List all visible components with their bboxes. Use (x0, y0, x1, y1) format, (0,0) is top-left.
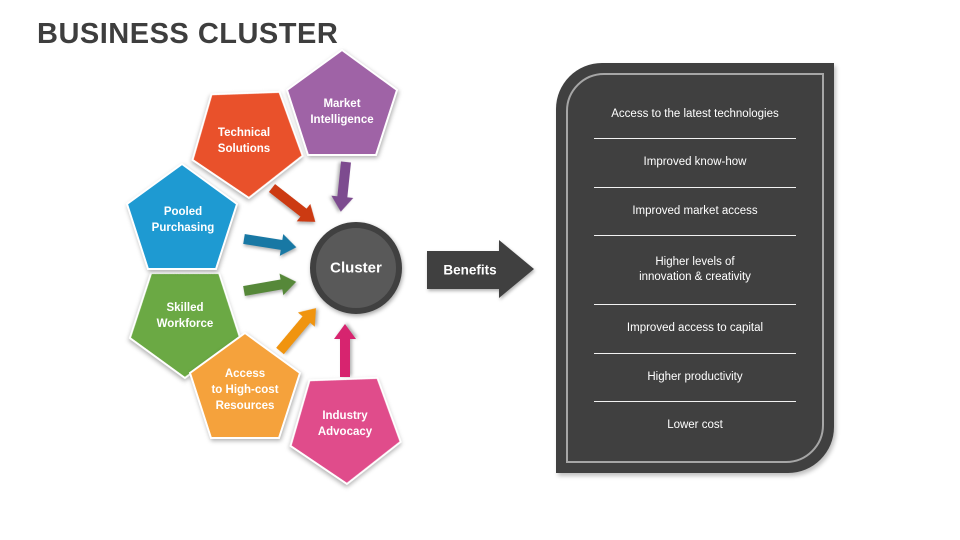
label-access-high-cost: Access to High-cost Resources (211, 368, 279, 412)
arrow-access-high-cost (276, 308, 316, 355)
pentagon-pooled-purchasing (125, 162, 239, 270)
label-market-intelligence: Market Intelligence (310, 98, 374, 126)
benefits-arrow (427, 240, 534, 298)
pentagon-access-high-cost (188, 331, 302, 439)
benefits-panel: Access to the latest technologies Improv… (556, 63, 834, 473)
cluster-label: Cluster (330, 259, 382, 277)
arrow-technical-solutions (268, 184, 316, 222)
benefit-item: Improved know-how (594, 139, 796, 188)
cluster-circle (310, 222, 402, 314)
pentagon-industry-advocacy (289, 376, 402, 486)
label-industry-advocacy: Industry Advocacy (317, 410, 373, 438)
arrow-skilled-workforce (243, 273, 297, 296)
arrow-industry-advocacy (334, 324, 356, 377)
benefit-item: Higher levels of innovation & creativity (594, 236, 796, 306)
benefit-item: Access to the latest technologies (594, 91, 796, 140)
page-title: BUSINESS CLUSTER (37, 18, 339, 50)
benefit-item: Lower cost (667, 418, 723, 431)
benefits-panel-inner-border: Access to the latest technologies Improv… (566, 73, 824, 463)
label-pooled-purchasing: Pooled Purchasing (151, 206, 215, 234)
benefit-item: Improved access to capital (594, 305, 796, 354)
pentagon-market-intelligence (285, 48, 399, 156)
pentagon-technical-solutions (191, 90, 304, 200)
arrow-pooled-purchasing (243, 234, 297, 256)
benefit-item: Higher productivity (594, 354, 796, 402)
pentagon-skilled-workforce (128, 272, 242, 380)
benefits-label: Benefits (443, 262, 497, 278)
label-skilled-workforce: Skilled Workforce (156, 302, 214, 330)
arrow-market-intelligence (331, 161, 354, 212)
benefit-item: Improved market access (594, 188, 796, 236)
label-technical-solutions: Technical Solutions (217, 127, 271, 155)
